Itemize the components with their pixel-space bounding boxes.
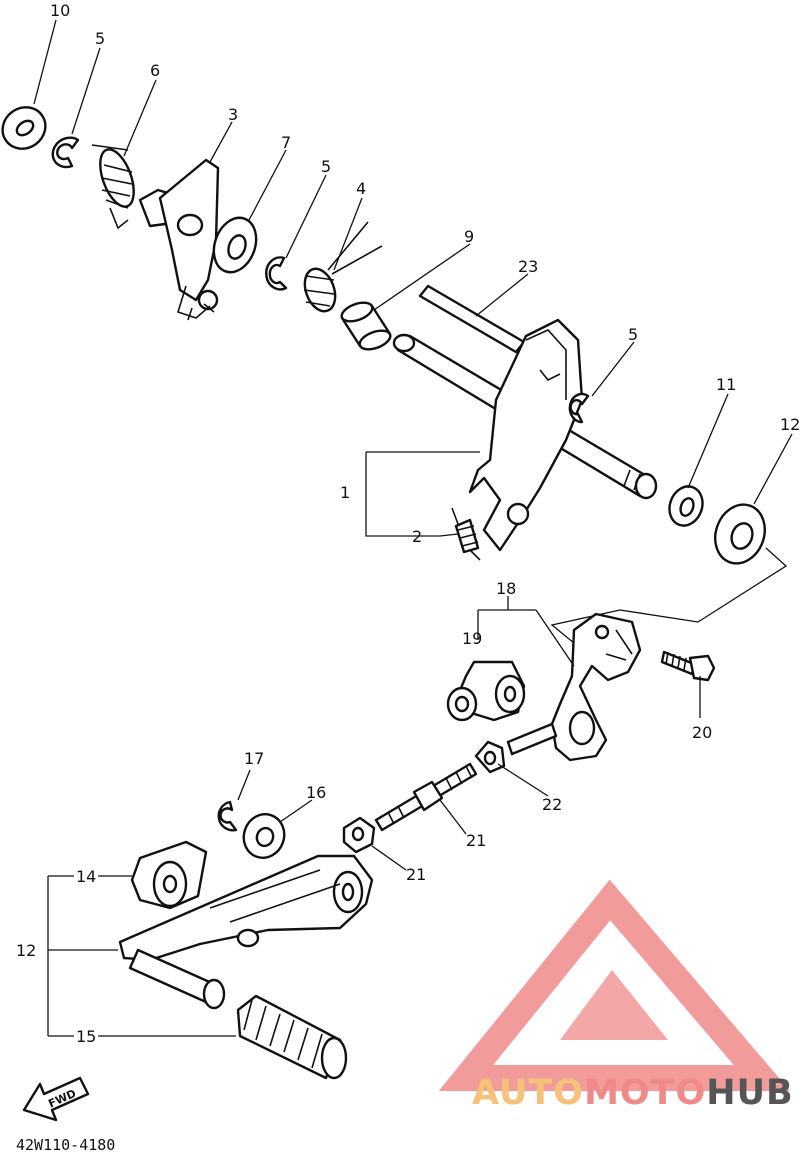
part-22-nut: [474, 740, 506, 774]
logo-text: AUTOMOTOHUB: [472, 1073, 794, 1113]
part-12-shift-pedal: [118, 854, 374, 1010]
part-15-washer: [242, 813, 286, 859]
callout-7: 7: [281, 133, 291, 152]
callout-17: 18: [496, 579, 516, 598]
part-4-return-spring: [303, 221, 383, 313]
callout-15: 16: [306, 783, 326, 802]
callout-20: 21: [466, 831, 486, 850]
rod-pin: [506, 722, 558, 756]
part-10-washer: [668, 485, 704, 527]
part-8-collar: [340, 301, 392, 351]
callout-23: 23: [518, 257, 538, 276]
part-14-pedal-rubber: [236, 994, 348, 1080]
callout-8: 9: [464, 227, 474, 246]
logo-hub: HUB: [706, 1073, 793, 1113]
part-6-torsion-spring: [91, 144, 135, 230]
part-17-shift-lever: [550, 612, 642, 762]
callout-18: 19: [462, 629, 482, 648]
callout-5-mid: 5: [321, 157, 331, 176]
part-5-circlip-c: [568, 392, 590, 424]
part-7-washer: [212, 216, 258, 274]
callout-1: 1: [340, 483, 350, 502]
callout-5-right: 5: [628, 325, 638, 344]
callout-19: 20: [692, 723, 712, 742]
watermark-logo: AUTOMOTOHUB: [438, 879, 794, 1113]
callout-2: 2: [412, 527, 422, 546]
callout-4: 4: [356, 179, 366, 198]
callout-10: 11: [716, 375, 736, 394]
part-18-rod-end: [446, 660, 526, 722]
part-16-circlip: [217, 800, 238, 832]
logo-triangle: [438, 879, 791, 1091]
part-19-bolt: [660, 650, 716, 682]
callout-14: 15: [76, 1027, 96, 1046]
callout-6: 6: [150, 61, 160, 80]
part-1-shift-shaft: [392, 318, 658, 552]
callout-16: 17: [244, 749, 264, 768]
part-5-circlip-b: [265, 256, 288, 291]
leader-lines: [33, 19, 793, 1037]
callout-5-top: 5: [95, 29, 105, 48]
forward-direction-arrow: FWD: [22, 1076, 90, 1122]
callout-11: 12: [780, 415, 800, 434]
part-5-circlip-a: [51, 136, 80, 169]
part-2-spring: [451, 507, 481, 561]
reference-code: 42W110-4180: [16, 1136, 115, 1154]
callout-13: 14: [76, 867, 96, 886]
part-3-shift-arm: [138, 158, 220, 321]
part-20-adjust-rod: [374, 762, 478, 832]
callout-3: 3: [228, 105, 238, 124]
logo-inner-mark: [560, 970, 668, 1040]
callout-labels: 10 5 6 3 7 5 4 9 23 5 11 12 1 2 18 19 20…: [16, 1, 800, 1154]
callout-21: 21: [406, 865, 426, 884]
callout-22: 22: [542, 795, 562, 814]
callout-12: 12: [16, 941, 36, 960]
logo-auto: AUTO: [472, 1073, 584, 1113]
part-23-pin: [418, 284, 526, 354]
part-21-nut: [342, 816, 376, 854]
logo-moto: MOTO: [584, 1073, 706, 1113]
part-11-oil-seal: [714, 503, 766, 565]
callout-9: 10: [50, 1, 70, 20]
part-13-rod-end: [130, 840, 208, 910]
part-9-washer: [1, 106, 47, 150]
